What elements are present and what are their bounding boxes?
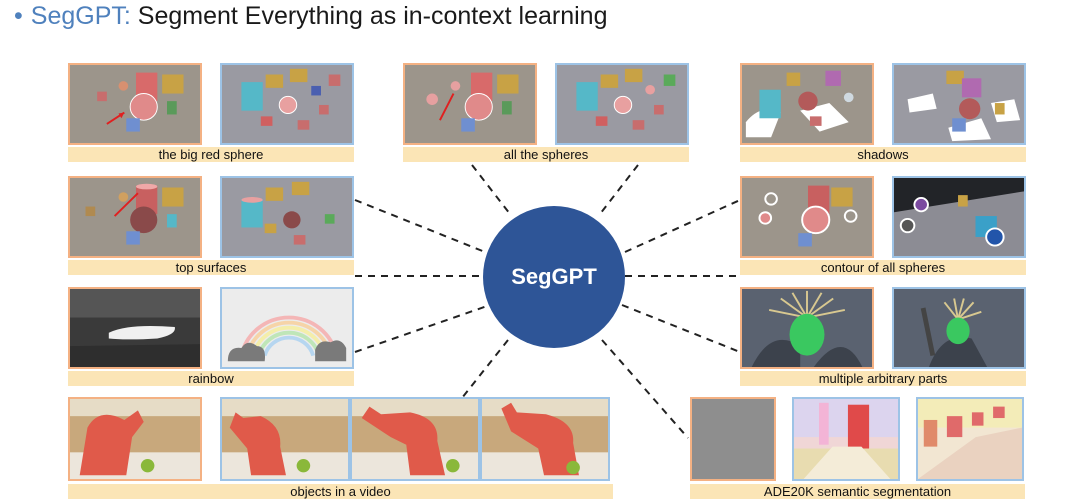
- target-image: [892, 176, 1026, 258]
- prompt-image: [68, 63, 202, 145]
- seggpt-center-node: SegGPT: [483, 206, 625, 348]
- video-frame-3: [480, 397, 610, 481]
- example-ade20k: ADE20K semantic segmentation: [690, 397, 1025, 499]
- example-video-objects: objects in a video: [68, 397, 613, 499]
- prompt-image: [740, 63, 874, 145]
- prompt-image: [68, 176, 202, 258]
- caption: all the spheres: [403, 147, 689, 162]
- prompt-image: [68, 287, 202, 369]
- slide-title: •SegGPT: Segment Everything as in-contex…: [14, 2, 607, 31]
- example-big-red-sphere: the big red sphere: [68, 63, 354, 163]
- example-rainbow: rainbow: [68, 287, 354, 387]
- title-model-name: SegGPT:: [30, 2, 131, 30]
- example-contour-spheres: contour of all spheres: [740, 176, 1026, 276]
- caption: top surfaces: [68, 260, 354, 275]
- video-frame-2: [350, 397, 480, 481]
- center-label: SegGPT: [511, 264, 597, 289]
- caption: shadows: [740, 147, 1026, 162]
- example-arbitrary-parts: multiple arbitrary parts: [740, 287, 1026, 387]
- target-image: [220, 63, 354, 145]
- video-frame-1: [220, 397, 350, 481]
- caption: objects in a video: [68, 484, 613, 499]
- target-image: [220, 287, 354, 369]
- prompt-frame: [68, 397, 202, 481]
- title-text: Segment Everything as in-context learnin…: [130, 2, 608, 30]
- prompt-image: [403, 63, 537, 145]
- caption: the big red sphere: [68, 147, 354, 162]
- target-image-2: [916, 397, 1024, 481]
- target-image: [555, 63, 689, 145]
- target-image: [892, 287, 1026, 369]
- prompt-image: [740, 176, 874, 258]
- caption: contour of all spheres: [740, 260, 1026, 275]
- example-all-spheres: all the spheres: [403, 63, 689, 163]
- example-shadows: shadows: [740, 63, 1026, 163]
- example-top-surfaces: top surfaces: [68, 176, 354, 276]
- prompt-image: [740, 287, 874, 369]
- prompt-image: [690, 397, 776, 481]
- target-image: [220, 176, 354, 258]
- caption: ADE20K semantic segmentation: [690, 484, 1025, 499]
- target-image-1: [792, 397, 900, 481]
- caption: rainbow: [68, 371, 354, 386]
- title-bullet: •: [14, 2, 23, 30]
- caption: multiple arbitrary parts: [740, 371, 1026, 386]
- target-image: [892, 63, 1026, 145]
